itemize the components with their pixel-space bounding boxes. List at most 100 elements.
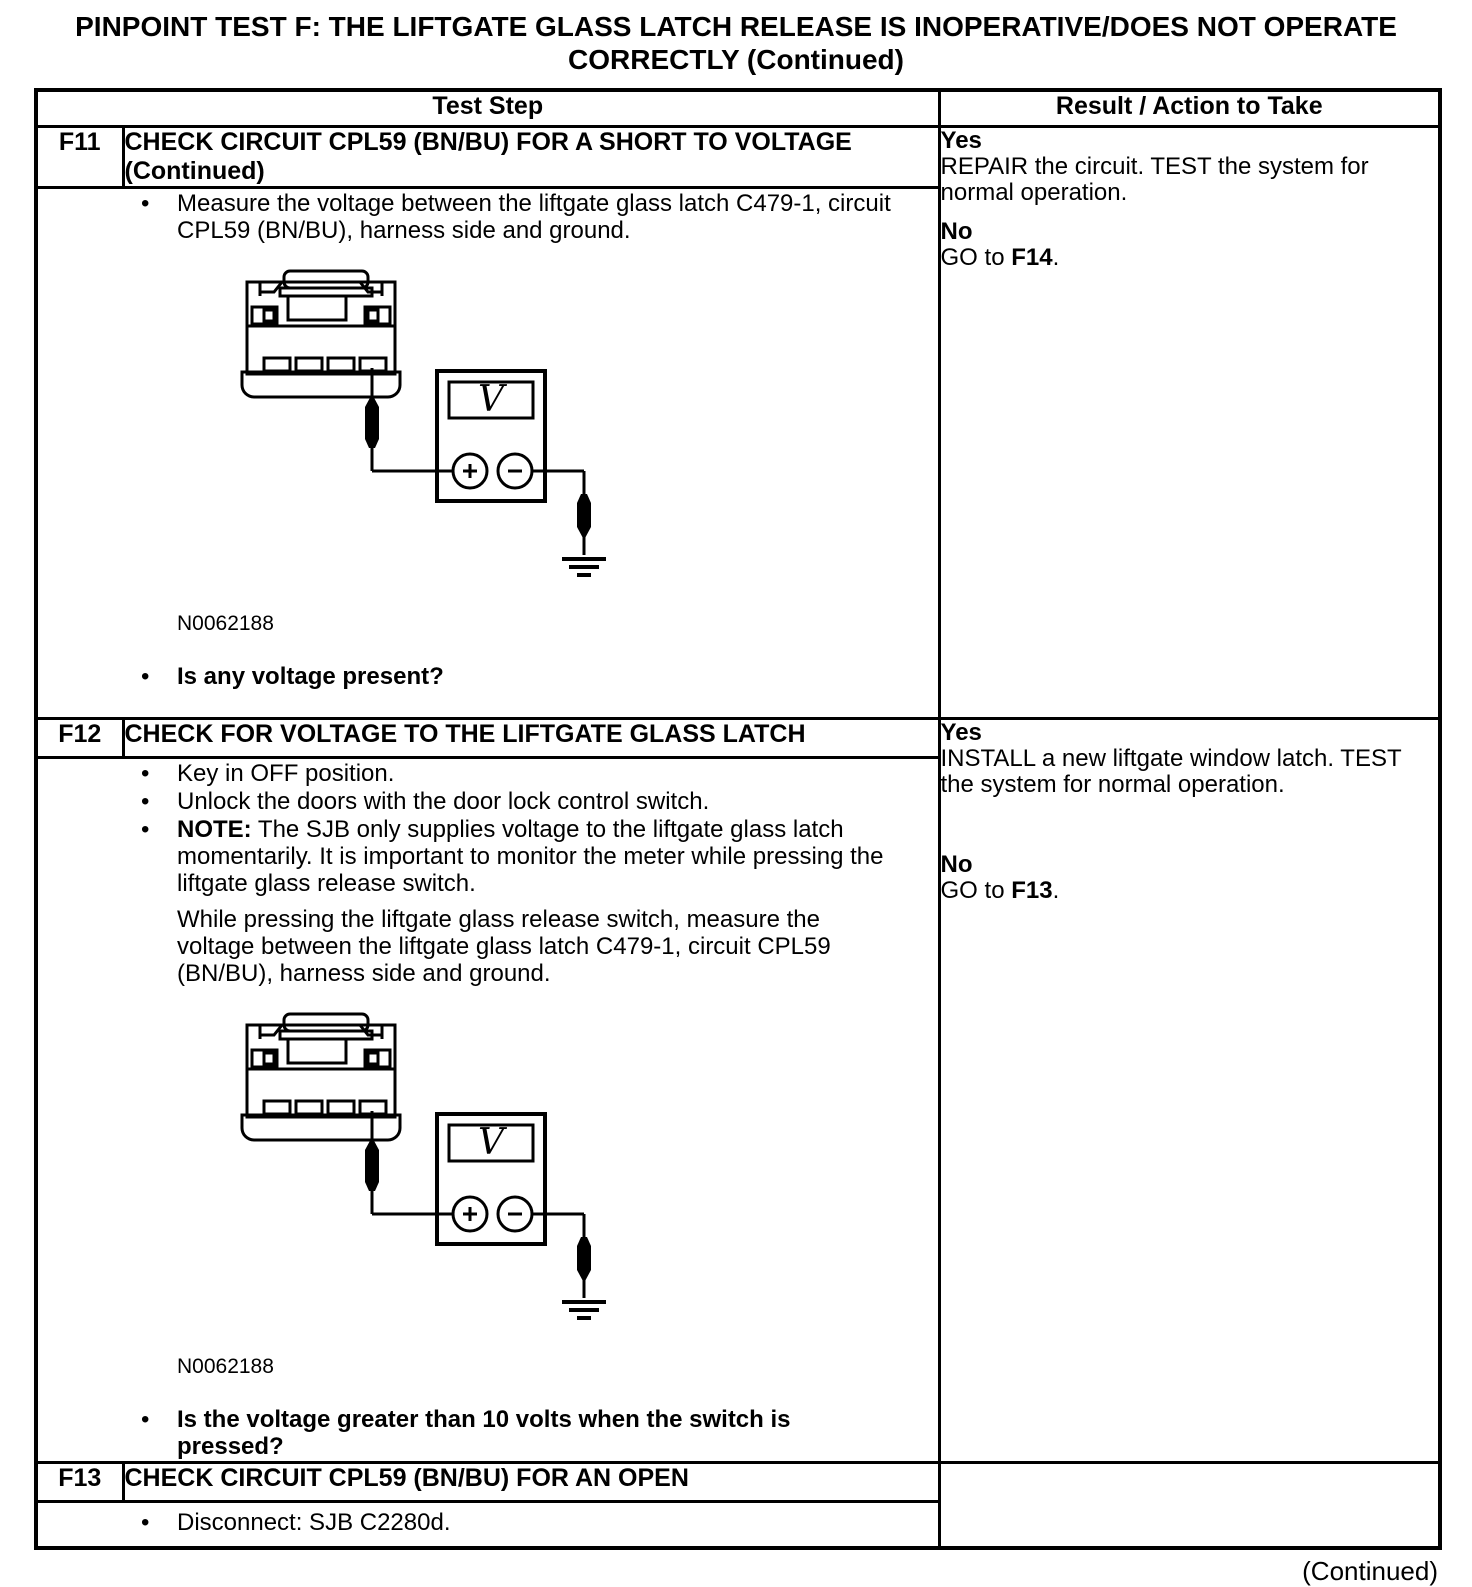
connector-slot bbox=[294, 1099, 324, 1116]
instruction-item: • Key in OFF position. bbox=[38, 760, 938, 787]
period-text: . bbox=[1052, 244, 1060, 271]
go-to-text: GO to bbox=[940, 877, 1012, 904]
voltage-measurement-diagram: V bbox=[240, 269, 606, 577]
question-text: Is the voltage greater than 10 volts whe… bbox=[177, 1406, 791, 1460]
figure: V bbox=[240, 1011, 938, 1349]
connector-corner-hook bbox=[356, 1023, 384, 1039]
go-to-target: F14 bbox=[1011, 244, 1053, 271]
continued-note: (Continued) bbox=[1302, 1556, 1438, 1586]
instruction-text: Key in OFF position. bbox=[177, 760, 395, 787]
question-text: Is any voltage present? bbox=[177, 663, 444, 690]
step-title-f12: CHECK FOR VOLTAGE TO THE LIFTGATE GLASS … bbox=[121, 717, 941, 759]
instruction-item: • Unlock the doors with the door lock co… bbox=[38, 788, 938, 815]
figure-label: N0062188 bbox=[177, 1355, 274, 1378]
connector-corner-hook bbox=[356, 280, 384, 296]
no-action: GO to F14. bbox=[941, 245, 1439, 271]
test-probe-icon bbox=[365, 394, 379, 448]
bullet-icon: • bbox=[141, 788, 150, 815]
result-cell-f13 bbox=[937, 1461, 1442, 1550]
note-text: NOTE: The SJB only supplies voltage to t… bbox=[177, 816, 938, 897]
question-item: • Is the voltage greater than 10 volts w… bbox=[38, 1406, 938, 1460]
connector-slot bbox=[294, 356, 324, 373]
note-body: The SJB only supplies voltage to the lif… bbox=[177, 816, 884, 897]
bullet-icon: • bbox=[141, 1406, 150, 1433]
table-header-row: Test Step Result / Action to Take bbox=[34, 88, 1442, 128]
connector-side-tab bbox=[250, 1048, 279, 1069]
question-item: • Is any voltage present? bbox=[38, 663, 938, 690]
connector-cap bbox=[282, 1012, 370, 1033]
voltage-measurement-diagram: V bbox=[240, 1012, 606, 1320]
connector-cap bbox=[282, 269, 370, 290]
connector-lower-body bbox=[245, 324, 397, 376]
yes-action: INSTALL a new liftgate window latch. TES… bbox=[940, 745, 1402, 798]
connector-slot bbox=[326, 356, 356, 373]
figure-label: N0062188 bbox=[177, 612, 274, 635]
instruction-item: • Disconnect: SJB C2280d. bbox=[38, 1509, 938, 1536]
ground-symbol-icon bbox=[562, 1300, 606, 1320]
period-text: . bbox=[1052, 877, 1060, 904]
step-id-f11: F11 bbox=[34, 125, 125, 189]
pinpoint-test-table: Test Step Result / Action to Take F11 CH… bbox=[34, 88, 1443, 1550]
step-f11-body-row: • Measure the voltage between the liftga… bbox=[34, 186, 1440, 720]
step-f12-title-row: F12 CHECK FOR VOLTAGE TO THE LIFTGATE GL… bbox=[34, 717, 1442, 1464]
connector-slot bbox=[262, 1099, 292, 1116]
test-probe-icon bbox=[577, 1237, 591, 1283]
connector-slot bbox=[262, 356, 292, 373]
connector-lower-body bbox=[245, 1067, 397, 1119]
test-probe-icon bbox=[577, 494, 591, 540]
connector-side-tab bbox=[262, 1051, 276, 1066]
result-yes-block: Yes INSTALL a new liftgate window latch.… bbox=[941, 720, 1439, 798]
instruction-text: Disconnect: SJB C2280d. bbox=[177, 1509, 451, 1536]
bullet-icon: • bbox=[141, 1509, 150, 1536]
connector-side-tab bbox=[366, 308, 380, 323]
voltmeter-body bbox=[435, 1112, 547, 1246]
step-body-f12: • Key in OFF position. • Unlock the door… bbox=[34, 756, 941, 1464]
go-to-text: GO to bbox=[940, 244, 1012, 271]
column-header-test-step: Test Step bbox=[34, 88, 941, 128]
step-title-f11: CHECK CIRCUIT CPL59 (BN/BU) FOR A SHORT … bbox=[121, 125, 941, 189]
result-no-block: No GO to F13. bbox=[941, 852, 1439, 904]
result-no-block: No GO to F14. bbox=[941, 219, 1439, 271]
connector-slot bbox=[326, 1099, 356, 1116]
voltmeter-display bbox=[447, 380, 535, 420]
go-to-target: F13 bbox=[1011, 877, 1053, 904]
note-label: NOTE: bbox=[177, 816, 252, 843]
voltmeter-body bbox=[435, 369, 547, 503]
result-cell-f11: Yes REPAIR the circuit. TEST the system … bbox=[937, 125, 1442, 720]
connector-side-tab bbox=[262, 308, 276, 323]
instruction-paragraph: While pressing the liftgate glass releas… bbox=[177, 906, 831, 987]
step-f13-body-row: • Disconnect: SJB C2280d. bbox=[34, 1500, 1440, 1550]
step-id-f13: F13 bbox=[34, 1461, 125, 1503]
voltmeter-display bbox=[447, 1123, 535, 1163]
step-f13-title-row: F13 CHECK CIRCUIT CPL59 (BN/BU) FOR AN O… bbox=[34, 1461, 1442, 1550]
connector-corner-hook bbox=[258, 1023, 286, 1039]
connector-base bbox=[240, 1113, 402, 1142]
connector-keyway bbox=[286, 1037, 348, 1065]
no-label: No bbox=[940, 218, 973, 245]
connector-side-tab bbox=[363, 305, 392, 326]
voltmeter-v-label: V bbox=[478, 379, 508, 420]
step-body-f11: • Measure the voltage between the liftga… bbox=[34, 186, 941, 720]
result-cell-f12: Yes INSTALL a new liftgate window latch.… bbox=[937, 717, 1442, 1464]
bullet-icon: • bbox=[141, 190, 150, 217]
connector-base bbox=[240, 370, 402, 399]
connector-side-tab bbox=[250, 305, 279, 326]
instruction-text: Unlock the doors with the door lock cont… bbox=[177, 788, 710, 815]
page-title: PINPOINT TEST F: THE LIFTGATE GLASS LATC… bbox=[75, 11, 1397, 75]
connector-side-tab bbox=[363, 1048, 392, 1069]
result-yes-block: Yes REPAIR the circuit. TEST the system … bbox=[941, 128, 1439, 206]
bullet-icon: • bbox=[141, 816, 150, 843]
voltmeter-v-label: V bbox=[478, 1122, 508, 1163]
yes-action: REPAIR the circuit. TEST the system for … bbox=[940, 153, 1369, 206]
connector-side-tab bbox=[366, 1051, 380, 1066]
yes-label: Yes bbox=[940, 127, 982, 154]
no-label: No bbox=[940, 851, 973, 878]
note-item: • NOTE: The SJB only supplies voltage to… bbox=[38, 816, 938, 897]
no-action: GO to F13. bbox=[941, 878, 1439, 904]
figure: V bbox=[240, 268, 938, 606]
instruction-text: Measure the voltage between the liftgate… bbox=[177, 190, 891, 244]
step-id-f12: F12 bbox=[34, 717, 125, 759]
bullet-icon: • bbox=[141, 663, 150, 690]
column-header-result: Result / Action to Take bbox=[937, 88, 1442, 128]
connector-corner-hook bbox=[258, 280, 286, 296]
